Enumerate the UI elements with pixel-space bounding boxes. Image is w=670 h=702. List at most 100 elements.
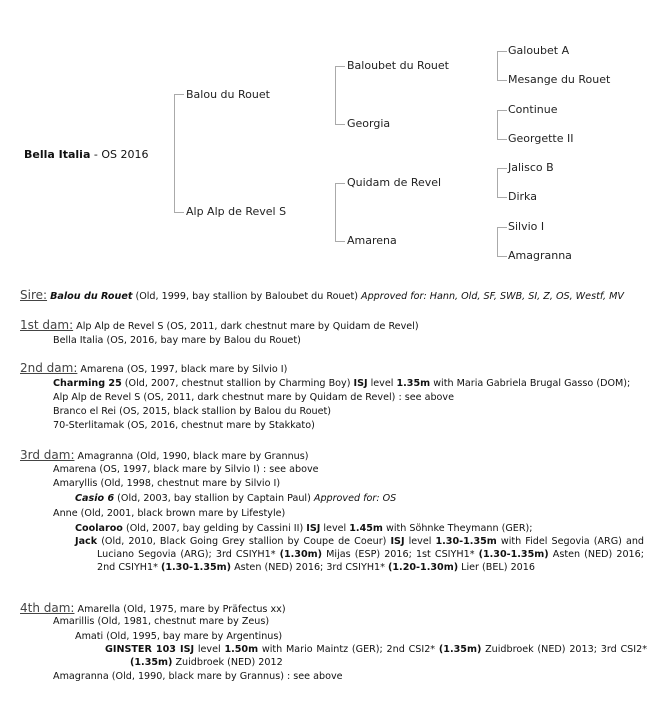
pedigree-entry: 70-Sterlitamak (OS, 2016, chestnut mare … <box>53 419 315 432</box>
tree-line <box>174 94 184 95</box>
great-grandparent[interactable]: Galoubet A <box>508 44 570 57</box>
tree-line <box>335 183 345 184</box>
granddam-paternal[interactable]: Georgia <box>347 117 391 130</box>
entry-text: Amarella (Old, 1975, mare by Präfectus x… <box>74 604 286 615</box>
pedigree-entry: GINSTER 103 ISJ level 1.50m with Mario M… <box>105 643 647 669</box>
horse-name-bold: (1.30m) <box>279 549 323 560</box>
pedigree-entry: Branco el Rei (OS, 2015, black stallion … <box>53 405 331 418</box>
horse-name-bold: Casio 6 <box>75 493 115 504</box>
tree-line <box>497 110 498 140</box>
entry-text: Branco el Rei (OS, 2015, black stallion … <box>53 406 332 417</box>
tree-line <box>335 66 345 67</box>
entry-text: level <box>367 378 397 389</box>
entry-text: with Maria Gabriela Brugal Gasso (DOM); <box>430 378 631 389</box>
great-grandparent[interactable]: Silvio I <box>508 220 545 233</box>
entry-text: level <box>404 536 436 547</box>
tree-line <box>497 197 507 198</box>
horse-name-bold: GINSTER 103 ISJ <box>105 644 195 655</box>
dam-section-heading-line: 4th dam: Amarella (Old, 1975, mare by Pr… <box>20 602 286 616</box>
subject-horse: Bella Italia - OS 2016 <box>24 148 148 161</box>
entry-text: Alp Alp de Revel S (OS, 2011, dark chest… <box>73 321 419 332</box>
great-grandparent[interactable]: Continue <box>508 103 558 116</box>
entry-text: (Old, 2003, bay stallion by Captain Paul… <box>114 493 314 504</box>
entry-text: Approved for: OS <box>313 493 397 504</box>
tree-line <box>497 256 507 257</box>
tree-line <box>335 124 345 125</box>
section-heading: 1st dam: <box>20 318 74 332</box>
pedigree-entry: Casio 6 (Old, 2003, bay stallion by Capt… <box>75 492 396 505</box>
entry-text: with Söhnke Theymann (GER); <box>382 523 533 534</box>
entry-text: Asten (NED) 2016; 3rd CSIYH1* <box>231 562 388 573</box>
entry-text: with Fidel Segovia (ARG) and Luciano Seg… <box>97 536 644 560</box>
horse-name-bold: Coolaroo <box>75 523 123 534</box>
horse-name-bold: (1.35m) <box>438 644 482 655</box>
pedigree-entry: Amati (Old, 1995, bay mare by Argentinus… <box>75 630 282 643</box>
entry-text: 70-Sterlitamak (OS, 2016, chestnut mare … <box>53 420 315 431</box>
horse-name-bold: Charming 25 <box>53 378 122 389</box>
tree-line <box>335 241 345 242</box>
horse-name-bold: ISJ <box>390 536 405 547</box>
pedigree-entry: Amagranna (Old, 1990, black mare by Gran… <box>53 670 343 683</box>
horse-name-bold: 1.30-1.35m <box>435 536 497 547</box>
entry-text: (Old, 2007, chestnut stallion by Charmin… <box>121 378 354 389</box>
pedigree-entry: Charming 25 (Old, 2007, chestnut stallio… <box>53 377 630 390</box>
granddam-maternal[interactable]: Amarena <box>347 234 397 247</box>
entry-text: Bella Italia (OS, 2016, bay mare by Balo… <box>53 335 301 346</box>
horse-name-bold: (1.20-1.30m) <box>388 562 459 573</box>
great-grandparent[interactable]: Georgette II <box>508 132 574 145</box>
dam-name[interactable]: Alp Alp de Revel S <box>186 205 287 218</box>
entry-text: Zuidbroek (NED) 2012 <box>172 657 283 668</box>
tree-line <box>497 51 498 81</box>
entry-text: Zuidbroek (NED) 2013; 3rd CSI2* <box>481 644 647 655</box>
horse-name-bold: 1.45m <box>349 523 383 534</box>
entry-text: Anne (Old, 2001, black brown mare by Lif… <box>53 508 286 519</box>
grandsire-maternal[interactable]: Quidam de Revel <box>347 176 442 189</box>
horse-name-bold: 1.50m <box>224 644 259 655</box>
entry-text: Amati (Old, 1995, bay mare by Argentinus… <box>75 631 283 642</box>
pedigree-entry: Amarillis (Old, 1981, chestnut mare by Z… <box>53 615 269 628</box>
tree-line <box>497 139 507 140</box>
dam-section-heading-line: Sire: Balou du Rouet (Old, 1999, bay sta… <box>20 289 624 303</box>
entry-text: Mijas (ESP) 2016; 1st CSIYH1* <box>322 549 479 560</box>
pedigree-entry: Alp Alp de Revel S (OS, 2011, dark chest… <box>53 391 454 404</box>
section-heading: 3rd dam: <box>20 448 75 462</box>
tree-line <box>497 168 507 169</box>
entry-text: Asten (NED) 2016; 2nd CSIYH1* <box>97 549 645 573</box>
entry-text: level <box>194 644 225 655</box>
tree-line <box>497 80 507 81</box>
grandsire-paternal[interactable]: Baloubet du Rouet <box>347 59 449 72</box>
tree-line <box>174 212 184 213</box>
pedigree-entry: Coolaroo (Old, 2007, bay gelding by Cass… <box>75 522 533 535</box>
section-heading: 2nd dam: <box>20 361 78 375</box>
tree-line <box>497 168 498 198</box>
sire-name[interactable]: Balou du Rouet <box>186 88 270 101</box>
great-grandparent[interactable]: Dirka <box>508 190 537 203</box>
great-grandparent[interactable]: Amagranna <box>508 249 572 262</box>
section-heading: 4th dam: <box>20 601 75 615</box>
horse-name-bold: Jack <box>75 536 98 547</box>
entry-text: (Old, 1999, bay stallion by Baloubet du … <box>132 291 362 302</box>
dam-section-heading-line: 1st dam: Alp Alp de Revel S (OS, 2011, d… <box>20 319 419 333</box>
entry-text: Alp Alp de Revel S (OS, 2011, dark chest… <box>53 392 455 403</box>
entry-text: level <box>320 523 350 534</box>
great-grandparent[interactable]: Jalisco B <box>508 161 554 174</box>
entry-text: Amarena (OS, 1997, black mare by Silvio … <box>53 464 319 475</box>
pedigree-entry: Amaryllis (Old, 1998, chestnut mare by S… <box>53 477 280 490</box>
entry-text: Amagranna (Old, 1990, black mare by Gran… <box>53 671 343 682</box>
pedigree-entry: Jack (Old, 2010, Black Going Grey stalli… <box>75 535 644 574</box>
horse-name-bold: ISJ <box>306 523 321 534</box>
tree-line <box>497 227 498 257</box>
entry-text: Amarillis (Old, 1981, chestnut mare by Z… <box>53 616 270 627</box>
subject-name: Bella Italia <box>24 148 91 161</box>
dam-section-heading-line: 2nd dam: Amarena (OS, 1997, black mare b… <box>20 362 287 376</box>
horse-name-bold: (1.35m) <box>130 657 173 668</box>
tree-line <box>497 227 507 228</box>
entry-text: with Mario Maintz (GER); 2nd CSI2* <box>258 644 439 655</box>
great-grandparent[interactable]: Mesange du Rouet <box>508 73 611 86</box>
section-heading: Sire: <box>20 288 48 302</box>
pedigree-entry: Amarena (OS, 1997, black mare by Silvio … <box>53 463 319 476</box>
entry-text: Amaryllis (Old, 1998, chestnut mare by S… <box>53 478 281 489</box>
pedigree-entry: Anne (Old, 2001, black brown mare by Lif… <box>53 507 285 520</box>
horse-name-bold: (1.30-1.35m) <box>160 562 232 573</box>
